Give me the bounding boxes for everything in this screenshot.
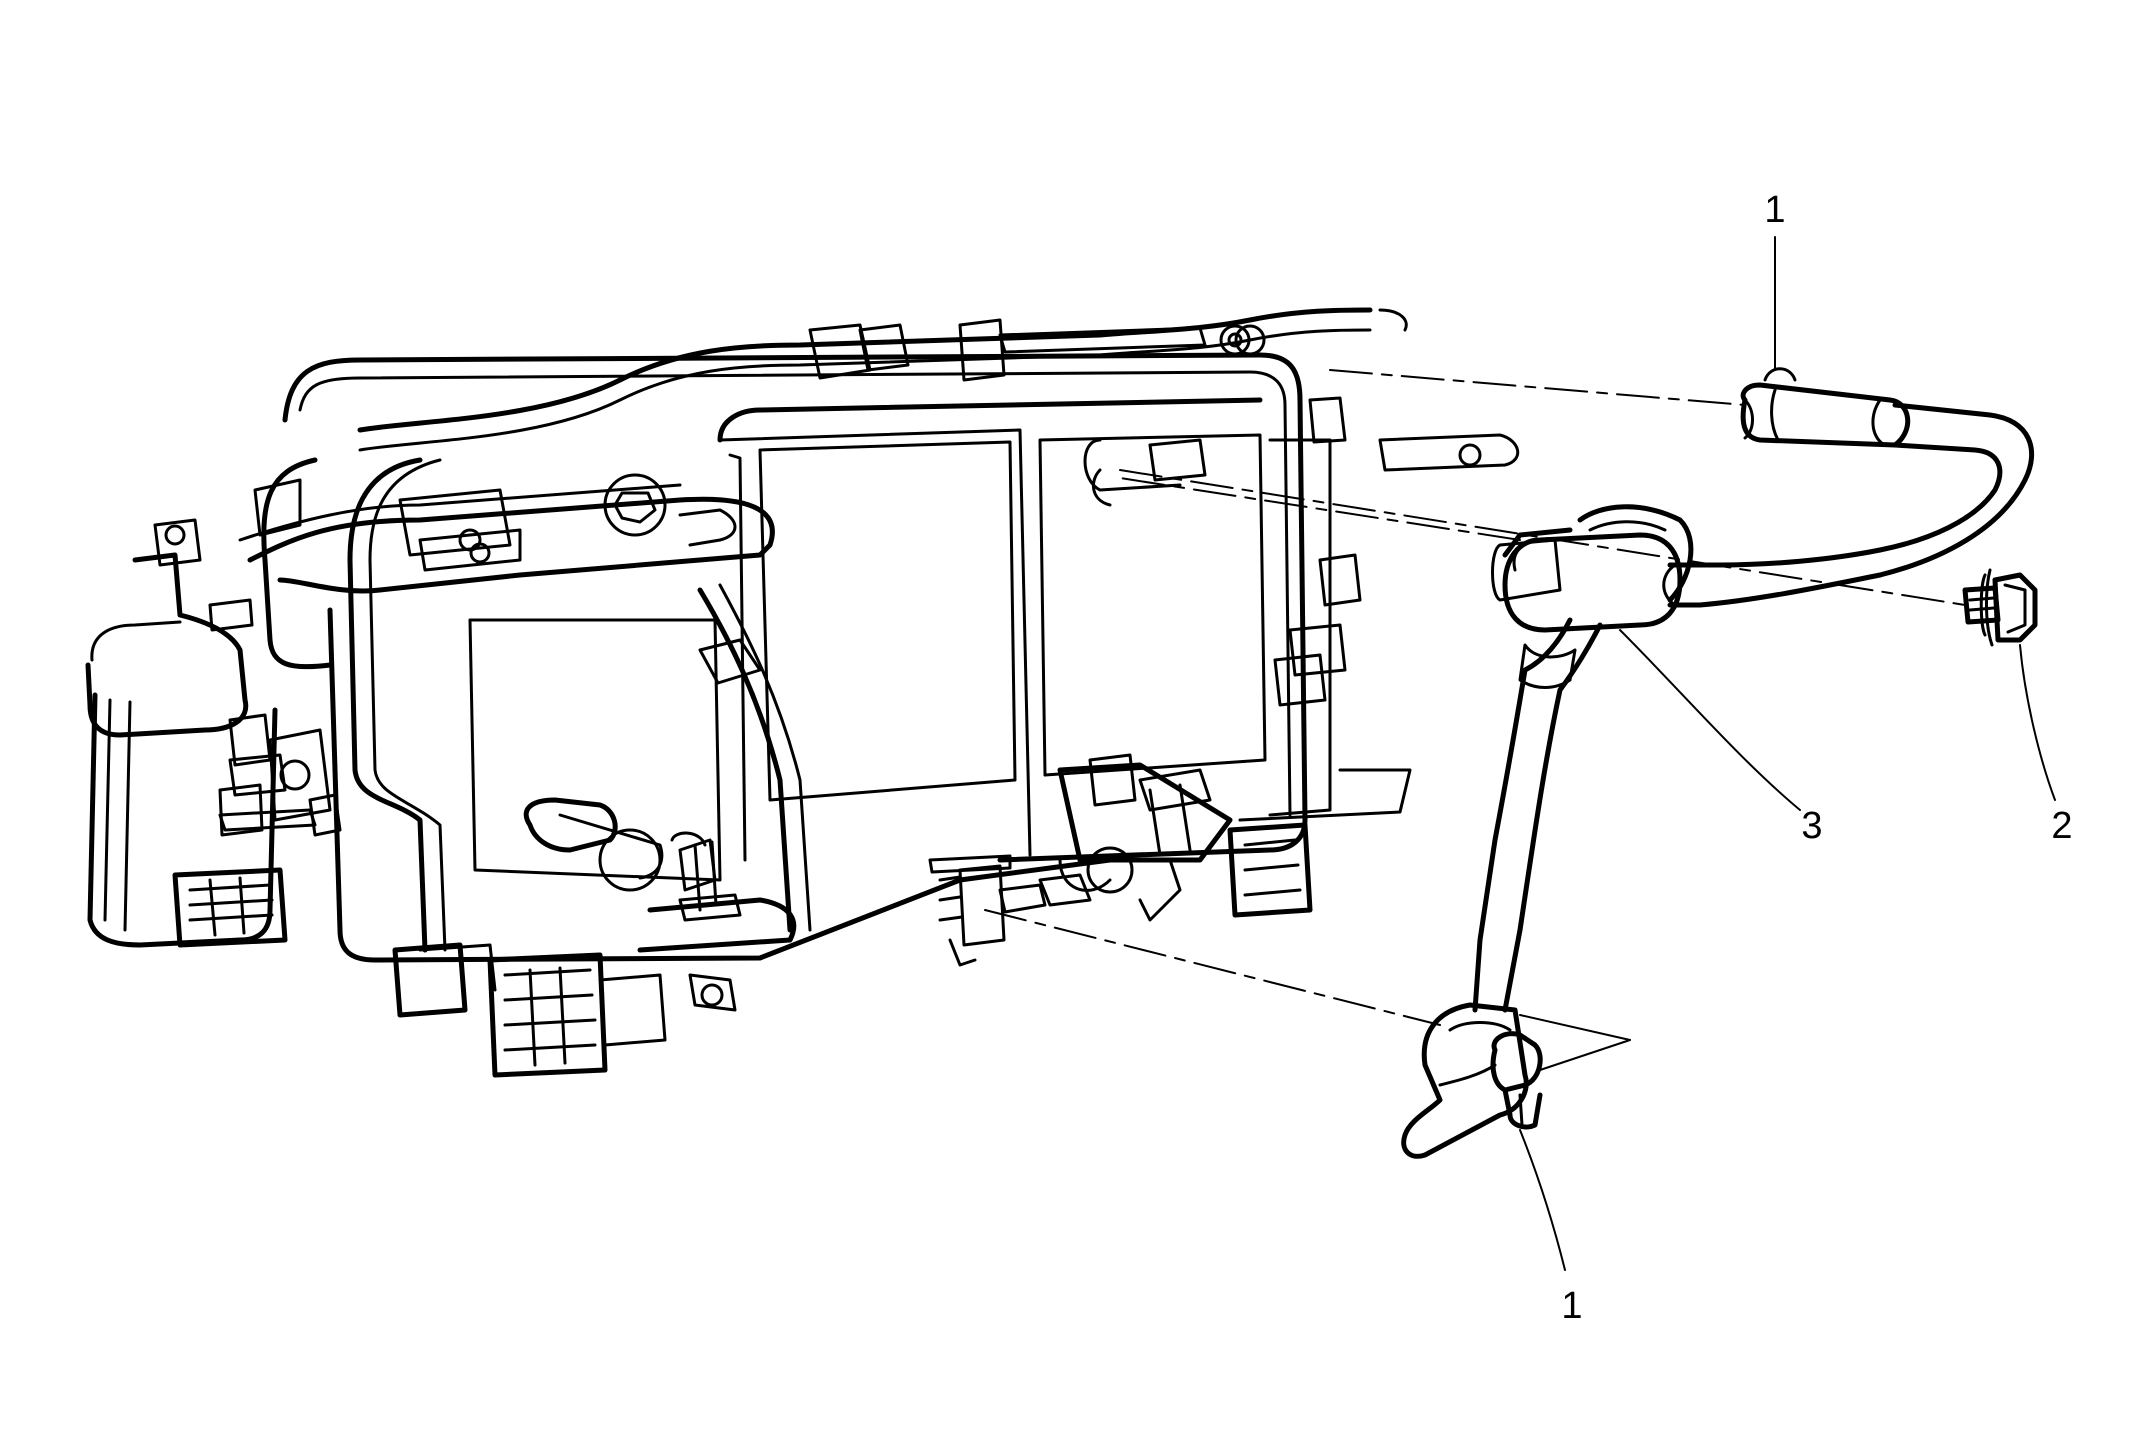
leader-line-2 (2019, 644, 2056, 801)
evap-hose-assembly (1401, 367, 2035, 1159)
leader-line-1b (1519, 1129, 1566, 1271)
callout-2: 2 (2051, 805, 2072, 847)
alignment-lines (984, 369, 1966, 1071)
callout-3: 3 (1801, 805, 1822, 847)
bolt (1962, 568, 2038, 647)
canister-assembly (85, 307, 1519, 1078)
leader-line-3 (1619, 629, 1801, 811)
callout-1b: 1 (1561, 1285, 1582, 1327)
leader-lines (1519, 236, 2056, 1271)
callout-1a: 1 (1764, 189, 1785, 231)
callout-labels: 1 2 3 1 (1561, 189, 2072, 1327)
